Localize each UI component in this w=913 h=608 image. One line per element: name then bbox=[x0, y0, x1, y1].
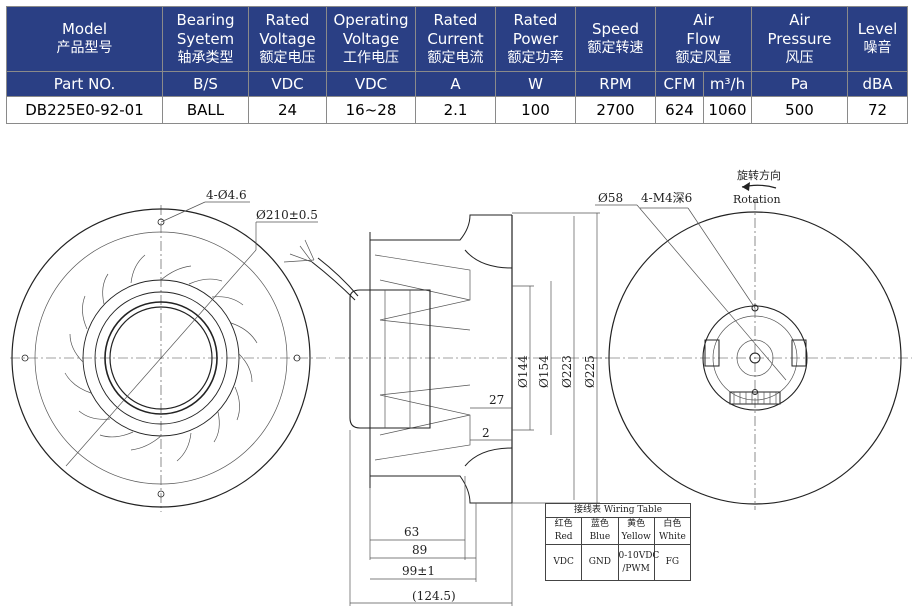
value-cell: 72 bbox=[847, 96, 908, 124]
dim-124: (124.5) bbox=[412, 589, 456, 603]
dim-99: 99±1 bbox=[402, 564, 435, 578]
value-cell: 24 bbox=[248, 96, 327, 124]
spec-unit-row: Part NO. B/S VDC VDC A W RPM CFM m³/h Pa… bbox=[6, 71, 908, 97]
unit-cell: Part NO. bbox=[6, 71, 163, 97]
dim-d144: Ø144 bbox=[516, 355, 530, 388]
rotation-label-en: Rotation bbox=[733, 193, 781, 206]
wire-function: GND bbox=[581, 544, 619, 581]
wiring-title-row: 接线表 Wiring Table bbox=[545, 503, 691, 518]
unit-cell: B/S bbox=[162, 71, 249, 97]
dim-2: 2 bbox=[482, 426, 490, 440]
unit-cell: VDC bbox=[248, 71, 327, 97]
side-view: Ø144 Ø154 Ø223 Ø225 27 2 63 89 99±1 (124… bbox=[283, 212, 610, 606]
value-cell: 2.1 bbox=[415, 96, 496, 124]
value-cell: DB225E0-92-01 bbox=[6, 96, 163, 124]
unit-cell: m³/h bbox=[703, 71, 752, 97]
value-cell: BALL bbox=[162, 96, 249, 124]
wire-function: 0-10VDC/PWM bbox=[617, 544, 659, 581]
value-cell: 1060 bbox=[703, 96, 752, 124]
dim-d225: Ø225 bbox=[583, 355, 597, 388]
value-cell: 16~28 bbox=[326, 96, 416, 124]
dim-27: 27 bbox=[489, 393, 504, 407]
wiring-title: 接线表 Wiring Table bbox=[545, 503, 691, 518]
value-cell: 624 bbox=[655, 96, 704, 124]
wire-function: VDC bbox=[544, 544, 583, 581]
unit-cell: RPM bbox=[575, 71, 656, 97]
value-cell: 500 bbox=[751, 96, 848, 124]
back-view: Ø58 4-M4深6 旋转方向 Rotation bbox=[592, 168, 912, 510]
wiring-function-row: VDC GND 0-10VDC/PWM FG bbox=[544, 544, 692, 581]
unit-cell: dBA bbox=[847, 71, 908, 97]
unit-cell: A bbox=[415, 71, 496, 97]
unit-cell: W bbox=[495, 71, 576, 97]
dim-d154: Ø154 bbox=[537, 355, 551, 388]
rotation-label-zh: 旋转方向 bbox=[737, 168, 781, 182]
value-cell: 2700 bbox=[575, 96, 656, 124]
unit-cell: VDC bbox=[326, 71, 416, 97]
unit-cell: Pa bbox=[751, 71, 848, 97]
front-pcd-label: Ø210±0.5 bbox=[256, 208, 318, 222]
dim-d223: Ø223 bbox=[560, 355, 574, 388]
back-holes-label: 4-M4深6 bbox=[641, 191, 692, 205]
back-hub-label: Ø58 bbox=[598, 191, 623, 205]
front-view: 4-Ø4.6 Ø210±0.5 bbox=[10, 188, 330, 512]
spec-value-row: DB225E0-92-01 BALL 24 16~28 2.1 100 2700… bbox=[6, 96, 908, 124]
unit-cell: CFM bbox=[655, 71, 704, 97]
wire-function: FG bbox=[653, 544, 692, 581]
dim-89: 89 bbox=[412, 543, 427, 557]
value-cell: 100 bbox=[495, 96, 576, 124]
dim-63: 63 bbox=[404, 525, 419, 539]
front-holes-label: 4-Ø4.6 bbox=[206, 188, 247, 202]
